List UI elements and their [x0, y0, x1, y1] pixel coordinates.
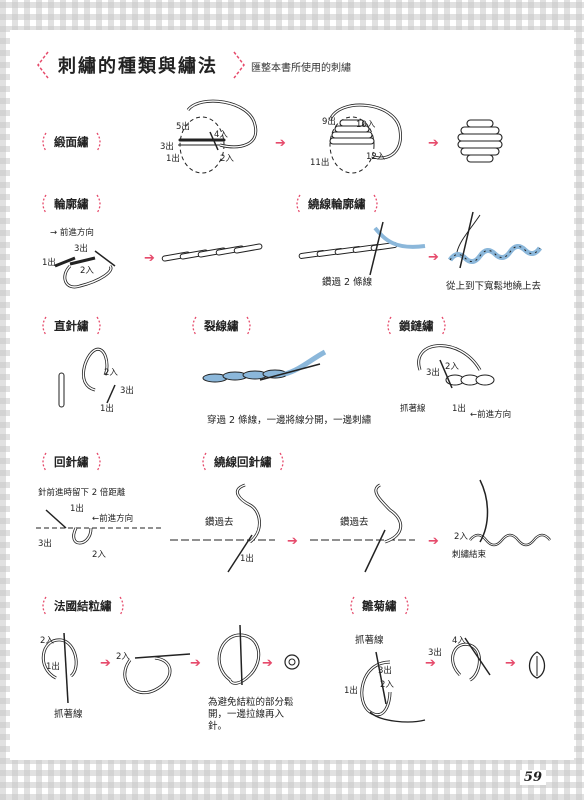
satin-step2-illustration	[328, 103, 402, 174]
left-bracket-icon	[37, 51, 49, 79]
lazy-step-2: 2入	[380, 680, 394, 690]
satin-finished-illustration	[457, 119, 503, 163]
satin-step-3: 3出	[160, 142, 174, 152]
whipped-outline-step-illustration	[298, 221, 426, 276]
arrow-icon: ➔	[190, 656, 201, 671]
chain-step-3: 3出	[426, 368, 440, 378]
right-bracket-icon	[233, 51, 245, 79]
outline-step-illustration	[54, 250, 116, 289]
lazy-daisy-finished-illustration	[528, 651, 546, 679]
arrow-icon: ➔	[425, 656, 436, 671]
split-note: 穿過 2 條線，一邊將線分開，一邊刺繡	[207, 415, 372, 426]
french-knot-step3-illustration	[217, 624, 261, 686]
section-label-back: 回針繡	[40, 450, 103, 474]
back-step-3: 3出	[38, 539, 52, 549]
page-title: 刺繡的種類與繡法	[58, 56, 218, 77]
split-step-illustration	[202, 349, 327, 383]
straight-step-3: 3出	[120, 386, 134, 396]
arrow-icon: ➔	[144, 251, 155, 266]
back-step-1: 1出	[70, 504, 84, 514]
arrow-icon: ➔	[262, 656, 273, 671]
lazy-daisy-step1-illustration	[360, 651, 426, 723]
chain-step-illustration	[417, 344, 495, 389]
back-step-2: 2入	[92, 550, 106, 560]
arrow-icon: ➔	[505, 656, 516, 671]
satin-step-12: 12入	[366, 152, 386, 162]
section-label-split: 裂線繡	[190, 314, 253, 338]
satin-step-11: 11出	[310, 158, 330, 168]
whipped-back-finished-illustration	[469, 479, 551, 547]
french-step-2b: 2入	[116, 652, 130, 662]
page-number: 59	[519, 770, 546, 785]
section-label-straight: 直針繡	[40, 314, 103, 338]
satin-step-10: 10入	[356, 120, 376, 130]
whipped-back-step1-illustration	[170, 483, 275, 573]
section-label-whipped-back: 繞線回針繡	[200, 450, 286, 474]
straight-step-illustration	[58, 347, 116, 408]
lazy-daisy-step2-illustration	[451, 637, 491, 682]
whipped-outline-finished-illustration	[447, 211, 543, 269]
back-step-illustration	[36, 509, 161, 545]
satin-step1-illustration	[178, 99, 258, 174]
section-label-outline: 輪廓繡	[40, 192, 103, 216]
chain-step-2: 2入	[445, 362, 459, 372]
lazy-step-4: 4入	[452, 636, 466, 646]
outline-step-1: 1出	[42, 258, 56, 268]
french-hold-label: 抓著線	[54, 709, 83, 720]
satin-step-2: 2入	[220, 154, 234, 164]
whipped-back-step2-illustration	[310, 483, 415, 573]
arrow-icon: ➔	[428, 534, 439, 549]
straight-step-1: 1出	[100, 404, 114, 414]
satin-step-9: 9出	[322, 117, 336, 127]
satin-step-4: 4入	[214, 130, 228, 140]
french-note: 為避免結粒的部分鬆開，一邊拉線再入針。	[208, 697, 294, 732]
lazy-step-1: 1出	[344, 686, 358, 696]
arrow-icon: ➔	[428, 250, 439, 265]
outline-direction-label: → 前進方向	[50, 228, 94, 238]
chain-hold-label: 抓著線	[400, 404, 426, 414]
arrow-right-icon: →	[50, 228, 60, 238]
satin-step-1: 1出	[166, 154, 180, 164]
outline-finished-illustration	[161, 243, 263, 262]
whipped-back-step-2: 2入	[454, 532, 468, 542]
page-subtitle: 匯整本書所使用的刺繡	[251, 63, 351, 74]
french-step-1: 1出	[46, 662, 60, 672]
lazy-daisy-hold-label: 抓著線	[355, 635, 384, 646]
section-label-lazy-daisy: 雛菊繡	[348, 594, 411, 618]
page-header: 刺繡的種類與繡法 匯整本書所使用的刺繡	[36, 51, 556, 82]
arrow-icon: ➔	[100, 656, 111, 671]
outline-step-2: 2入	[80, 266, 94, 276]
footer-band	[0, 760, 584, 800]
whipped-back-step-1: 1出	[240, 554, 254, 564]
lazy-step-3b: 3出	[428, 648, 442, 658]
arrow-icon: ➔	[428, 136, 439, 151]
section-label-chain: 鎖鏈繡	[385, 314, 448, 338]
back-direction-label: ←前進方向	[92, 514, 134, 524]
whipped-outline-note-1: 鑽過 2 條線	[322, 277, 373, 288]
arrow-icon: ➔	[287, 534, 298, 549]
lazy-step-3: 3出	[378, 666, 392, 676]
satin-step-5: 5出	[176, 122, 190, 132]
chain-direction-label: ←前進方向	[470, 410, 512, 420]
french-step-2: 2入	[40, 636, 54, 646]
french-knot-step2-illustration	[123, 653, 191, 695]
outline-step-3: 3出	[74, 244, 88, 254]
whipped-back-through-1: 鑽過去	[205, 517, 234, 528]
french-knot-step1-illustration	[41, 632, 78, 704]
whipped-back-end: 刺繡結束	[452, 550, 487, 560]
section-label-french-knot: 法國結粒繡	[40, 594, 126, 618]
whipped-back-through-2: 鑽過去	[340, 517, 369, 528]
arrow-icon: ➔	[275, 136, 286, 151]
french-knot-finished-illustration	[284, 654, 300, 670]
back-note: 針前進時留下 2 倍距離	[38, 488, 126, 498]
section-label-satin: 緞面繡	[40, 130, 103, 154]
section-label-whipped-outline: 繞線輪廓繡	[294, 192, 380, 216]
whipped-outline-note-2: 從上到下寬鬆地繞上去	[446, 281, 542, 292]
chain-step-1: 1出	[452, 404, 466, 414]
straight-step-2: 2入	[104, 368, 118, 378]
